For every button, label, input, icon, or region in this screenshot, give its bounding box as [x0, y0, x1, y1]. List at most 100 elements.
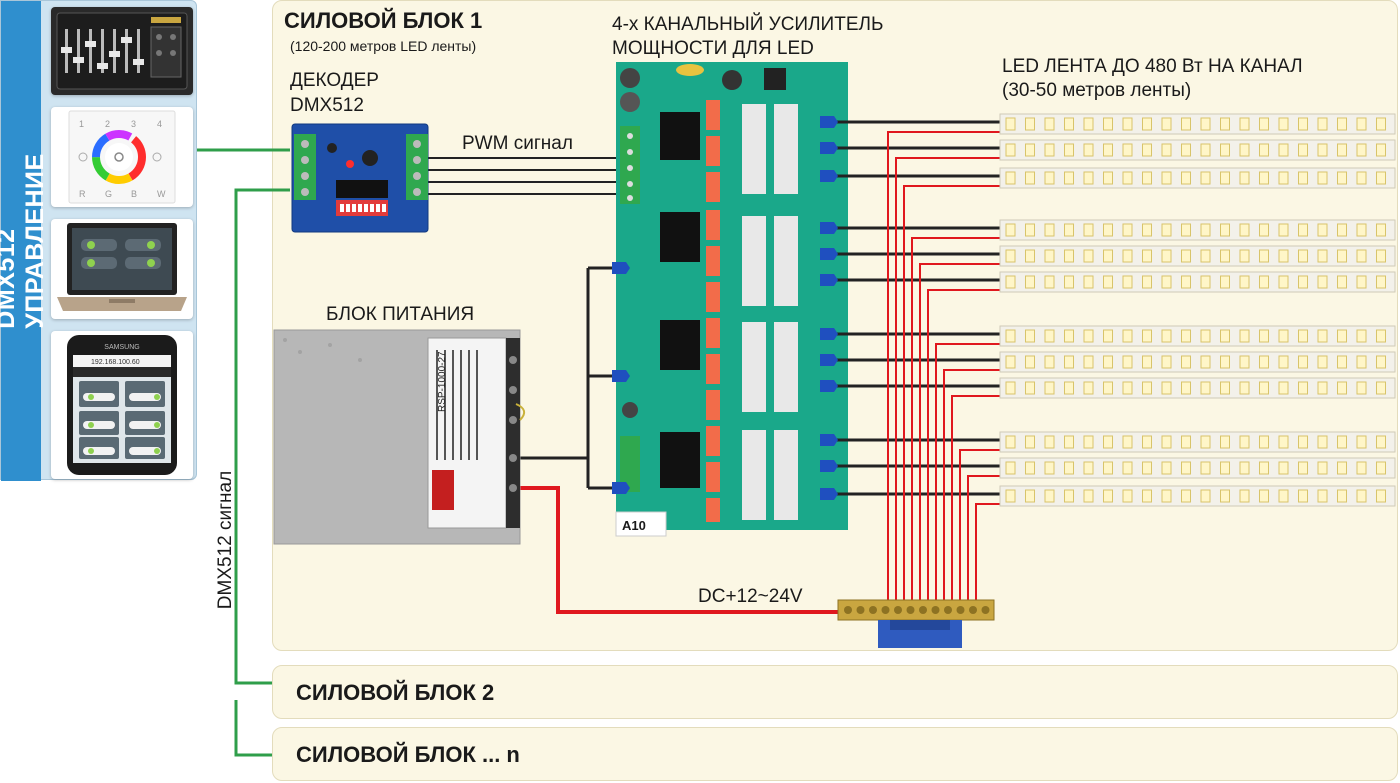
led-chip	[1103, 143, 1113, 157]
led-chip	[1064, 249, 1074, 263]
led-chip	[1317, 489, 1328, 503]
led-chip	[1200, 249, 1211, 263]
led-strip	[999, 139, 1396, 161]
output-connector	[820, 328, 838, 340]
amplifier-board	[615, 62, 848, 537]
led-chip	[1161, 435, 1172, 449]
led-strip	[999, 271, 1396, 293]
led-chip	[1044, 249, 1055, 263]
positive-wire	[911, 237, 1000, 600]
led-chip	[1083, 329, 1094, 343]
led-chip	[1220, 355, 1230, 369]
led-chip	[1103, 381, 1113, 395]
led-chip	[1376, 143, 1386, 157]
led-chip	[1220, 117, 1230, 131]
led-chip	[1005, 143, 1016, 157]
led-chip	[1044, 355, 1055, 369]
led-chip	[1239, 275, 1250, 289]
positive-wire	[959, 449, 1000, 600]
pwm-wires	[428, 157, 628, 195]
svg-text:G: G	[105, 189, 112, 199]
led-chip	[1142, 171, 1152, 185]
led-chip	[1083, 275, 1094, 289]
svg-text:4: 4	[157, 119, 162, 129]
led-strip-body	[999, 485, 1396, 507]
led-chip	[1200, 435, 1211, 449]
led-strip-body	[999, 139, 1396, 161]
power-supply: RSP-1000-27	[273, 329, 526, 545]
led-chip	[1220, 489, 1230, 503]
led-chip	[1161, 117, 1172, 131]
led-chip	[1317, 355, 1328, 369]
amp-input-connectors	[612, 262, 630, 494]
led-chip	[1317, 223, 1328, 237]
led-chip	[1356, 355, 1367, 369]
led-strip-body	[999, 431, 1396, 453]
led-chip	[1278, 117, 1289, 131]
led-chip	[1122, 223, 1133, 237]
led-chip	[1278, 461, 1289, 475]
led-chip	[1337, 143, 1347, 157]
led-chip	[1200, 355, 1211, 369]
led-chip	[1044, 223, 1055, 237]
led-chip	[1181, 171, 1191, 185]
led-chip	[1083, 355, 1094, 369]
dmx-decoder	[291, 123, 429, 233]
led-chip	[1298, 461, 1308, 475]
led-chip	[1337, 381, 1347, 395]
busbar-terminal	[837, 599, 995, 648]
dc-positive-wire	[520, 486, 848, 614]
led-chip	[1083, 489, 1094, 503]
led-chip	[1356, 435, 1367, 449]
dmx-console-icon	[56, 12, 188, 90]
led-chip	[1200, 117, 1211, 131]
led-strips	[999, 113, 1396, 507]
led-chip	[1103, 489, 1113, 503]
led-chip	[1005, 461, 1016, 475]
led-chip	[1239, 355, 1250, 369]
busbar-screw	[894, 606, 902, 614]
led-chip	[1356, 381, 1367, 395]
led-chip	[1181, 223, 1191, 237]
led-chip	[1376, 249, 1386, 263]
led-chip	[1220, 381, 1230, 395]
led-chip	[1161, 171, 1172, 185]
led-chip	[1025, 143, 1035, 157]
led-chip	[1044, 489, 1055, 503]
led-chip	[1103, 329, 1113, 343]
control-title-bar	[1, 1, 41, 481]
led-chip	[1025, 223, 1035, 237]
led-chip	[1142, 117, 1152, 131]
led-chip	[1122, 249, 1133, 263]
led-strip	[999, 245, 1396, 267]
led-strip	[999, 377, 1396, 399]
led-strip-body	[999, 457, 1396, 479]
led-chip	[1259, 381, 1269, 395]
led-chip	[1103, 223, 1113, 237]
led-chip	[1376, 355, 1386, 369]
led-chip	[1298, 435, 1308, 449]
led-chip	[1376, 117, 1386, 131]
svg-text:3: 3	[131, 119, 136, 129]
led-chip	[1239, 117, 1250, 131]
led-chip	[1064, 117, 1074, 131]
positive-wire	[919, 263, 1000, 600]
led-chip	[1083, 435, 1094, 449]
led-chip	[1083, 143, 1094, 157]
led-chip	[1044, 275, 1055, 289]
led-chip	[1376, 275, 1386, 289]
led-chip	[1278, 171, 1289, 185]
led-chip	[1122, 489, 1133, 503]
led-chip	[1005, 329, 1016, 343]
led-strip-body	[999, 325, 1396, 347]
led-chip	[1337, 171, 1347, 185]
positive-wire	[967, 475, 1000, 600]
led-chip	[1103, 249, 1113, 263]
led-chip	[1317, 329, 1328, 343]
led-chip	[1005, 223, 1016, 237]
block3-title: СИЛОВОЙ БЛОК ... n	[296, 742, 520, 767]
decoder-label-line2: DMX512	[290, 95, 364, 116]
led-chip	[1005, 355, 1016, 369]
led-chip	[1005, 171, 1016, 185]
led-chip	[1064, 355, 1074, 369]
